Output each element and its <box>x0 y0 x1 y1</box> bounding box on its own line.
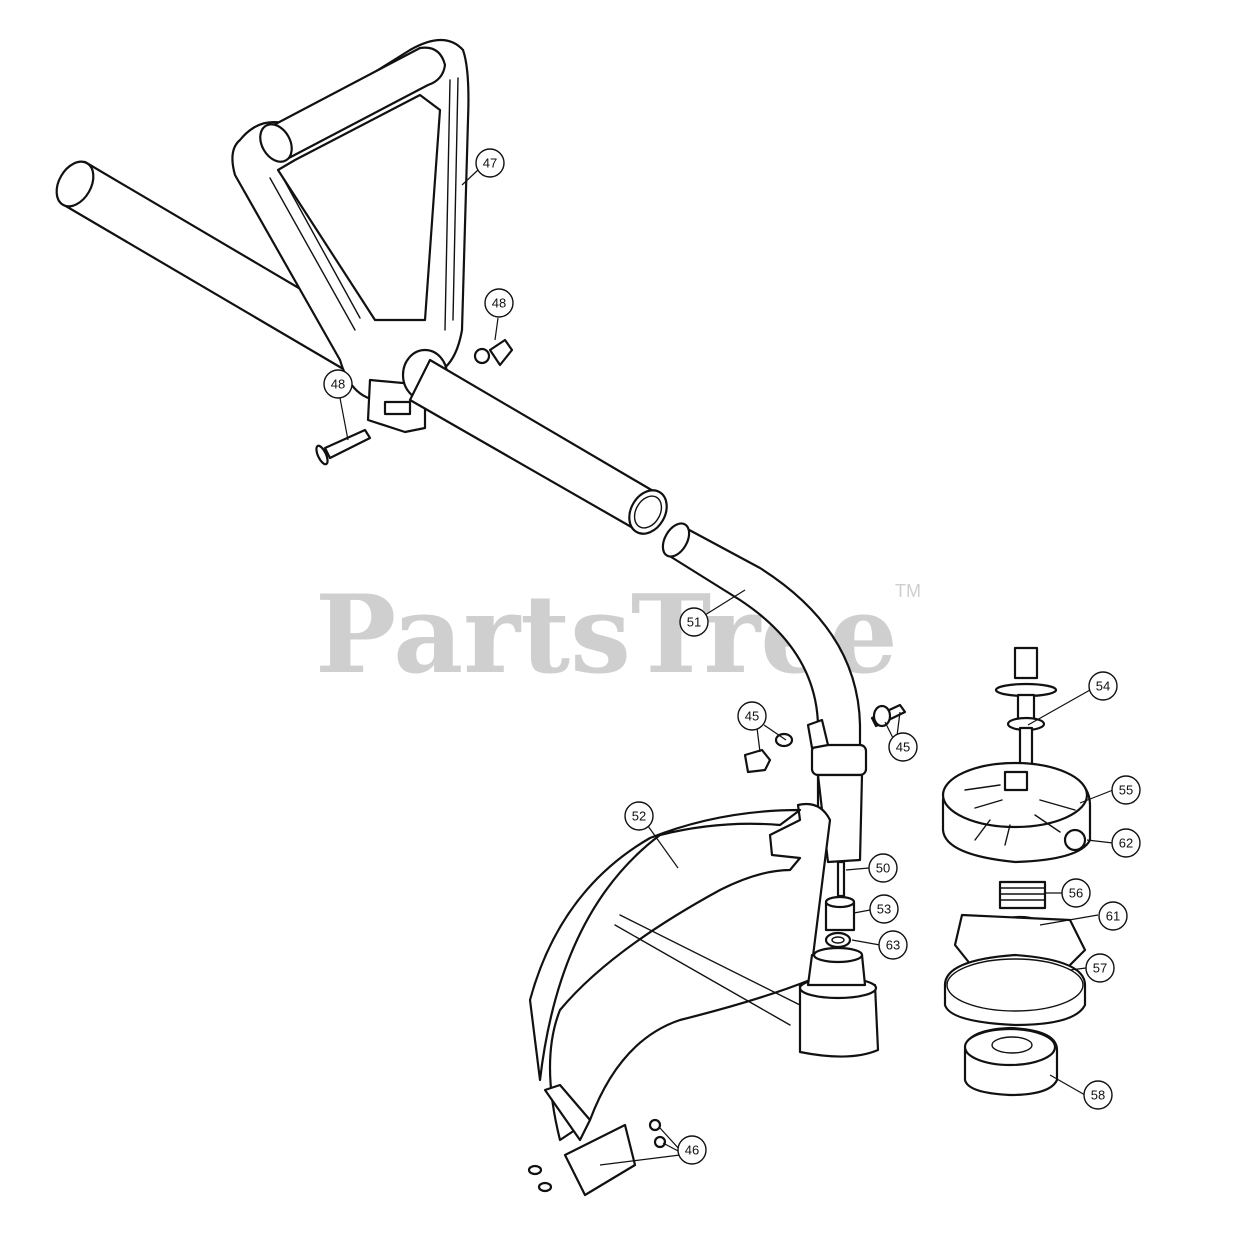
svg-text:54: 54 <box>1096 679 1110 694</box>
callout-61[interactable]: 61 <box>1098 901 1128 931</box>
svg-text:62: 62 <box>1119 836 1133 851</box>
callouts: 47 48 48 51 45 45 52 50 <box>323 148 1141 1165</box>
callout-54[interactable]: 54 <box>1088 671 1118 701</box>
callout-46[interactable]: 46 <box>677 1135 707 1165</box>
part-55-housing <box>941 761 1092 864</box>
svg-text:48: 48 <box>492 296 506 311</box>
callout-56[interactable]: 56 <box>1061 878 1091 908</box>
part-54-arbor <box>994 646 1058 775</box>
part-57-spool <box>943 913 1087 1027</box>
callout-48-bolt[interactable]: 48 <box>323 369 353 399</box>
hardware-45-48 <box>315 338 907 774</box>
callout-45-right[interactable]: 45 <box>888 732 918 762</box>
watermark-tm: TM <box>895 581 921 601</box>
callout-57[interactable]: 57 <box>1085 953 1115 983</box>
callout-55[interactable]: 55 <box>1111 775 1141 805</box>
callout-51[interactable]: 51 <box>679 607 709 637</box>
leader-lines <box>339 169 1114 1166</box>
part-52-guard <box>528 802 880 1197</box>
svg-text:45: 45 <box>745 709 759 724</box>
svg-text:58: 58 <box>1091 1088 1105 1103</box>
svg-text:50: 50 <box>876 861 890 876</box>
callout-45-left[interactable]: 45 <box>737 701 767 731</box>
upper-shaft <box>408 358 668 535</box>
part-58-cap <box>963 1026 1059 1097</box>
svg-text:48: 48 <box>331 377 345 392</box>
svg-text:55: 55 <box>1119 783 1133 798</box>
svg-text:45: 45 <box>896 740 910 755</box>
callout-53[interactable]: 53 <box>869 894 899 924</box>
part-47-handle <box>55 38 470 434</box>
svg-text:52: 52 <box>632 809 646 824</box>
svg-text:47: 47 <box>483 156 497 171</box>
callout-58[interactable]: 58 <box>1083 1080 1113 1110</box>
svg-text:61: 61 <box>1106 909 1120 924</box>
svg-text:53: 53 <box>877 902 891 917</box>
svg-text:46: 46 <box>685 1143 699 1158</box>
callout-63[interactable]: 63 <box>878 930 908 960</box>
callout-62[interactable]: 62 <box>1111 828 1141 858</box>
callout-47[interactable]: 47 <box>475 148 505 178</box>
svg-text:63: 63 <box>886 938 900 953</box>
guard-hardware <box>527 1118 667 1193</box>
part-51-lower-shaft <box>661 522 868 864</box>
callout-50[interactable]: 50 <box>868 853 898 883</box>
callout-52[interactable]: 52 <box>624 801 654 831</box>
callout-48-wingnut[interactable]: 48 <box>484 288 514 318</box>
drive-parts <box>824 860 856 949</box>
svg-text:51: 51 <box>687 615 701 630</box>
svg-text:57: 57 <box>1093 961 1107 976</box>
svg-text:56: 56 <box>1069 886 1083 901</box>
